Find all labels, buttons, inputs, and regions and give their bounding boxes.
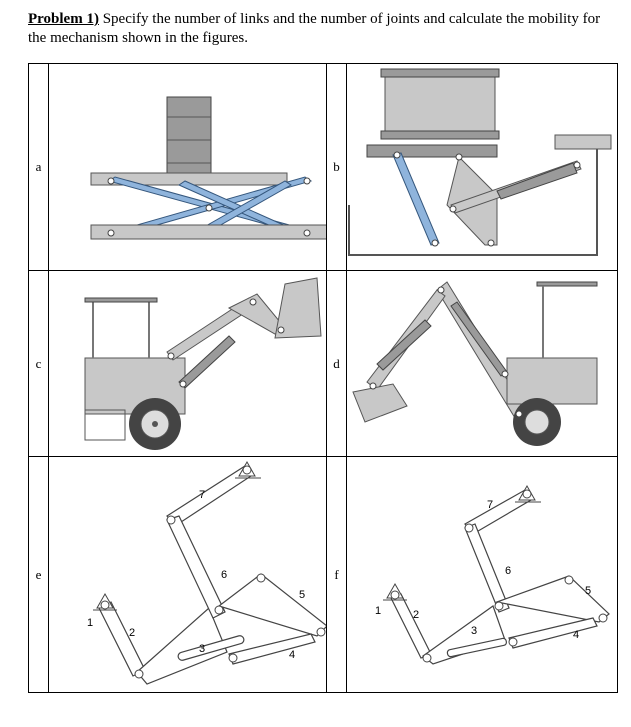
problem-heading: Problem 1) <box>28 11 99 27</box>
link-number: 4 <box>289 649 295 661</box>
hydraulic-cylinder <box>450 159 582 214</box>
linkage-e-pins <box>100 465 326 678</box>
tilt-pins <box>393 151 581 246</box>
support-link <box>392 151 440 246</box>
loader-pins <box>167 298 285 387</box>
barrel-image <box>166 96 212 173</box>
label-d: d <box>326 270 347 457</box>
figure-a-scissor-lift <box>48 63 327 271</box>
crate-image <box>380 68 500 139</box>
label-a: a <box>28 63 49 271</box>
linkage-f-pins <box>390 489 608 662</box>
link-number: 2 <box>129 627 135 639</box>
link-number: 6 <box>505 565 511 577</box>
tractor-wheel <box>129 397 181 450</box>
link-number: 3 <box>471 625 477 637</box>
link-number: 7 <box>487 499 493 511</box>
link-number: 5 <box>299 589 305 601</box>
ground-frame <box>348 148 598 256</box>
link-number: 1 <box>87 617 93 629</box>
figure-d-backhoe <box>346 270 618 457</box>
link-number: 1 <box>375 605 381 617</box>
tilt-platform <box>366 144 498 157</box>
label-b: b <box>326 63 347 271</box>
figure-table: a <box>28 63 618 693</box>
figure-b-tilting-platform <box>346 63 618 271</box>
backhoe-wheel <box>513 397 561 446</box>
linkage-e-links <box>98 464 326 685</box>
link-number: 7 <box>199 489 205 501</box>
backhoe-bucket <box>352 382 408 423</box>
loader-bucket <box>274 276 322 339</box>
tractor-rear <box>506 281 598 404</box>
link-number: 4 <box>573 629 579 641</box>
figure-e-linkage: 1 2 3 4 5 6 7 <box>48 456 327 693</box>
problem-text: Specify the number of links and the numb… <box>28 11 601 46</box>
linkage-e-numbers: 1 2 3 4 5 6 7 <box>87 489 305 661</box>
linkage-f-numbers: 1 2 3 4 5 6 7 <box>375 499 591 641</box>
label-c: c <box>28 270 49 457</box>
lift-base <box>90 224 326 239</box>
link-number: 5 <box>585 585 591 597</box>
label-e: e <box>28 456 49 693</box>
link-number: 6 <box>221 569 227 581</box>
loader-arms <box>166 292 286 389</box>
problem-statement: Problem 1) Specify the number of links a… <box>28 10 618 48</box>
figure-f-linkage: 1 2 3 4 5 6 7 <box>346 456 618 693</box>
link-number: 3 <box>199 643 205 655</box>
backhoe-cylinders <box>376 300 508 377</box>
link-number: 2 <box>413 609 419 621</box>
backhoe-pins <box>369 286 523 417</box>
figure-c-front-loader <box>48 270 327 457</box>
wall-bracket <box>554 134 612 149</box>
lift-pins <box>107 177 311 236</box>
label-f: f <box>326 456 347 693</box>
